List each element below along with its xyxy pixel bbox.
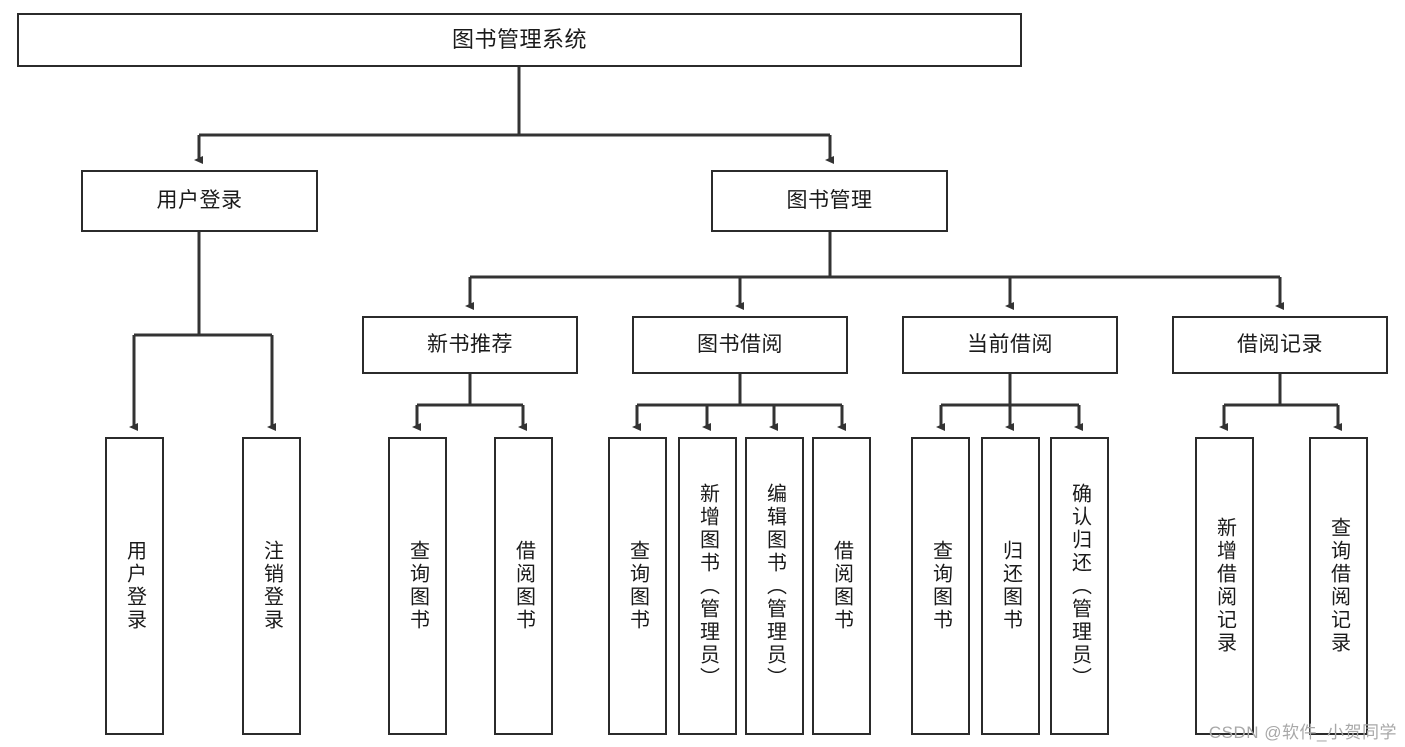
leaf-borrow-book-borrowing[interactable]: 借阅图书 [812, 437, 871, 735]
leaf-logout[interactable]: 注销登录 [242, 437, 301, 735]
node-user-login[interactable]: 用户登录 [81, 170, 318, 232]
node-label: 编辑图书（管理员） [763, 482, 786, 690]
node-current-borrowing[interactable]: 当前借阅 [902, 316, 1118, 374]
node-label: 注销登录 [260, 540, 283, 632]
leaf-return-book[interactable]: 归还图书 [981, 437, 1040, 735]
leaf-query-book-recommendation[interactable]: 查询图书 [388, 437, 447, 735]
node-label: 归还图书 [999, 540, 1022, 632]
leaf-query-borrowing-record[interactable]: 查询借阅记录 [1309, 437, 1368, 735]
watermark-text: CSDN @软件_小贺同学 [1208, 723, 1397, 742]
node-label: 确认归还（管理员） [1068, 482, 1091, 690]
node-label: 图书管理系统 [451, 27, 587, 53]
node-new-book-recommendation[interactable]: 新书推荐 [362, 316, 578, 374]
node-label: 新书推荐 [427, 332, 513, 356]
node-label: 查询借阅记录 [1327, 517, 1350, 655]
node-label: 图书借阅 [697, 332, 783, 356]
node-label: 查询图书 [626, 540, 649, 632]
node-label: 新增借阅记录 [1213, 517, 1236, 655]
node-label: 查询图书 [929, 540, 952, 632]
node-borrowing-record[interactable]: 借阅记录 [1172, 316, 1388, 374]
node-book-management[interactable]: 图书管理 [711, 170, 948, 232]
node-root-system[interactable]: 图书管理系统 [17, 13, 1022, 67]
leaf-borrow-book-recommendation[interactable]: 借阅图书 [494, 437, 553, 735]
node-label: 用户登录 [156, 188, 243, 212]
leaf-add-borrowing-record[interactable]: 新增借阅记录 [1195, 437, 1254, 735]
node-label: 新增图书（管理员） [696, 482, 719, 690]
node-label: 图书管理 [786, 188, 873, 212]
leaf-add-book-admin[interactable]: 新增图书（管理员） [678, 437, 737, 735]
leaf-confirm-return-admin[interactable]: 确认归还（管理员） [1050, 437, 1109, 735]
leaf-query-book-borrowing[interactable]: 查询图书 [608, 437, 667, 735]
node-label: 借阅图书 [830, 540, 853, 632]
node-label: 查询图书 [406, 540, 429, 632]
leaf-edit-book-admin[interactable]: 编辑图书（管理员） [745, 437, 804, 735]
node-label: 借阅记录 [1237, 332, 1323, 356]
leaf-user-login[interactable]: 用户登录 [105, 437, 164, 735]
leaf-query-book-current[interactable]: 查询图书 [911, 437, 970, 735]
node-label: 借阅图书 [512, 540, 535, 632]
node-label: 当前借阅 [967, 332, 1053, 356]
node-label: 用户登录 [123, 540, 146, 632]
node-book-borrowing[interactable]: 图书借阅 [632, 316, 848, 374]
